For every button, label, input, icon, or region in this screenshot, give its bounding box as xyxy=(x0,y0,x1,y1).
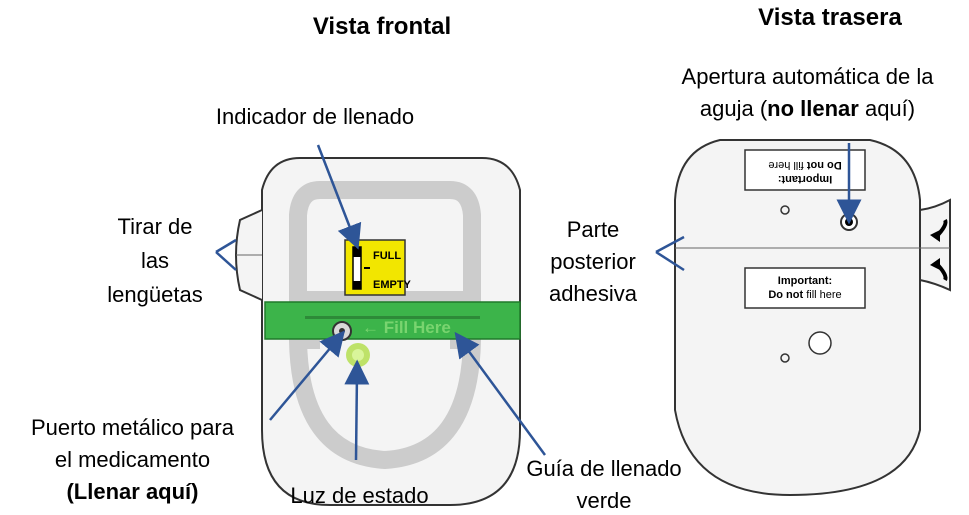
back-important-upside-down: Important: Do not fill here xyxy=(745,150,865,190)
metal-port-label: Puerto metálico para el medicamento (Lle… xyxy=(0,414,265,506)
fill-here-lower-flipped: fill here xyxy=(768,159,807,171)
do-not-text-flipped: Do not xyxy=(806,159,842,171)
needle-line2-c: aquí) xyxy=(858,96,916,121)
fill-here-lower: fill here xyxy=(803,289,842,301)
back-device-shell xyxy=(674,139,951,497)
green-guide-line2: verde xyxy=(576,488,632,513)
needle-line1: Apertura automática de la xyxy=(681,64,934,89)
pull-tabs-line2: las xyxy=(140,248,170,273)
needle-line2-a: aguja ( xyxy=(699,96,768,121)
adhesive-line3: adhesiva xyxy=(548,281,638,306)
adhesive-label: Parte posterior adhesiva xyxy=(528,216,658,308)
status-light-label: Luz de estado xyxy=(290,483,429,508)
back-important: Important: Do not fill here xyxy=(745,270,865,302)
empty-label: EMPTY xyxy=(373,279,411,291)
pull-tabs-line1: Tirar de xyxy=(117,214,193,239)
fill-here-label: ← Fill Here xyxy=(362,318,451,337)
back-device xyxy=(674,139,951,497)
back-label xyxy=(744,267,866,309)
needle-opening-label: Apertura automática de la aguja (no llen… xyxy=(650,63,965,123)
front-device xyxy=(235,157,521,506)
fill-indicator-label: Indicador de llenado xyxy=(215,104,415,129)
pull-tabs-label: Tirar de las lengüetas xyxy=(90,213,220,309)
green-guide-label: Guía de llenado verde xyxy=(504,455,704,515)
do-not-fill-flipped: Do not fill here xyxy=(745,158,865,172)
back-label-upside-down xyxy=(744,149,866,191)
important-text-flipped: Important: xyxy=(777,173,833,185)
pull-tabs-line3: lengüetas xyxy=(107,282,203,307)
adhesive-line2: posterior xyxy=(550,249,636,274)
back-view-heading: Vista trasera xyxy=(758,4,902,31)
metal-port-line3: (Llenar aquí) xyxy=(66,479,199,504)
needle-line2: aguja (no llenar aquí) xyxy=(650,95,965,123)
important-text: Important: xyxy=(777,275,833,287)
full-label: FULL xyxy=(373,250,402,262)
do-not-text: Do not xyxy=(768,289,804,301)
do-not-fill: Do not fill here xyxy=(745,288,865,302)
green-guide-line1: Guía de llenado xyxy=(526,456,682,481)
needle-line2-b: no llenar xyxy=(767,96,859,121)
metal-port-line2: el medicamento xyxy=(54,447,211,472)
adhesive-line1: Parte xyxy=(566,217,620,242)
front-inner-frame xyxy=(289,181,481,309)
metal-port-line1: Puerto metálico para xyxy=(31,415,234,440)
front-view-heading: Vista frontal xyxy=(312,13,452,40)
